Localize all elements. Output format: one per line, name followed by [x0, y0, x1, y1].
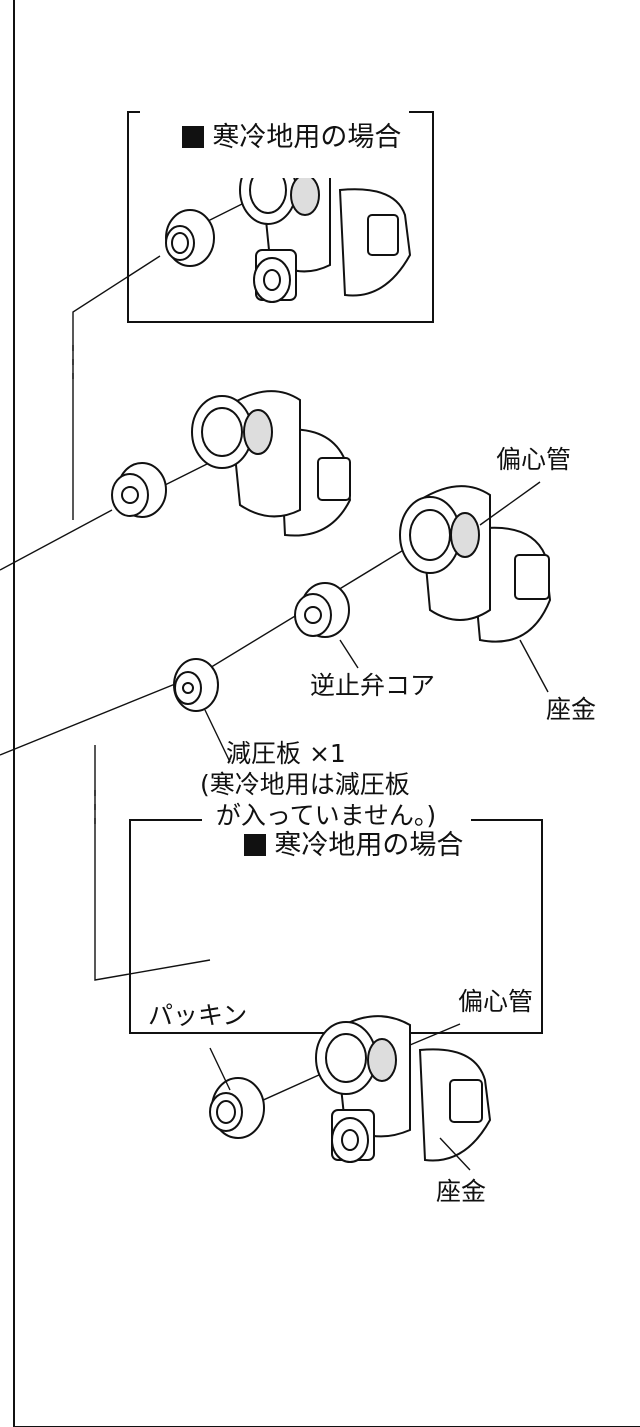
label-washer-seat: 座金	[546, 695, 597, 724]
label-eccentric-pipe-2: 偏心管	[458, 987, 534, 1016]
label-leaders	[204, 481, 549, 1171]
black-square-icon	[244, 834, 267, 856]
bottom-part-assembly	[209, 1015, 492, 1163]
label-pressure-plate-2: (寒冷地用は減圧板	[200, 770, 410, 799]
label-check-valve-core: 逆止弁コア	[310, 671, 436, 700]
label-pressure-plate-1: 減圧板 ×1	[226, 739, 346, 768]
middle-part-assembly	[111, 390, 352, 537]
label-packing: パッキン	[148, 1001, 248, 1030]
top-box-title-text: 寒冷地用の場合	[212, 122, 402, 153]
top-part-assembly	[165, 141, 412, 303]
label-eccentric-pipe: 偏心管	[496, 445, 572, 474]
right-part-assembly	[173, 485, 552, 712]
bottom-box-title-text: 寒冷地用の場合	[274, 830, 464, 861]
label-washer-seat-2: 座金	[436, 1177, 487, 1206]
bottom-box-title: 寒冷地用の場合	[202, 805, 472, 886]
top-box-title: 寒冷地用の場合	[140, 97, 410, 178]
guide-lines	[0, 194, 421, 1116]
label-pressure-plate-3: が入っていません。)	[200, 801, 437, 830]
black-square-icon	[182, 126, 205, 148]
